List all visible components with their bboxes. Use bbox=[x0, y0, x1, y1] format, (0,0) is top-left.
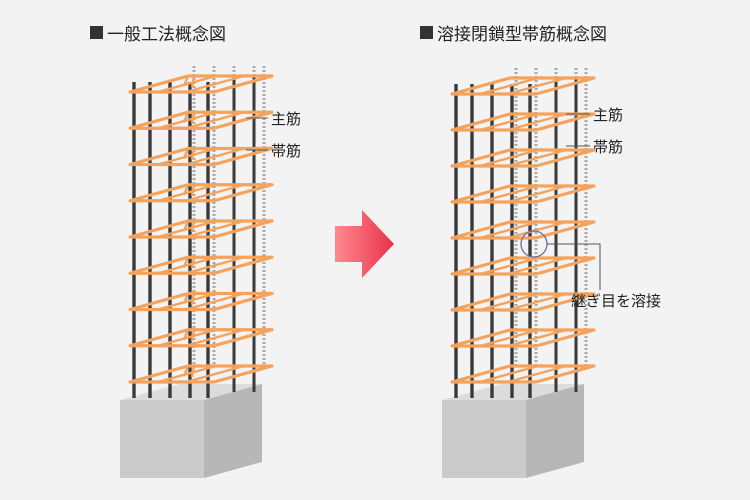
weld-leader bbox=[547, 243, 601, 290]
hoop-ring bbox=[128, 110, 274, 130]
hoop-tie bbox=[185, 256, 245, 275]
hoop-tie bbox=[185, 147, 245, 166]
hoop-tie bbox=[507, 76, 567, 96]
hoop-tie bbox=[507, 184, 567, 204]
hoop-tie bbox=[479, 256, 539, 276]
hoop-tie bbox=[185, 183, 245, 202]
hoop-tie bbox=[185, 328, 245, 347]
transition-arrow bbox=[335, 210, 394, 278]
left-heading: 一般工法概念図 bbox=[90, 20, 226, 45]
left-hoops bbox=[128, 74, 274, 384]
hoop-tie bbox=[157, 74, 217, 94]
hoop-hook bbox=[182, 256, 196, 269]
hoop-tie bbox=[479, 292, 539, 312]
hoop-tie bbox=[157, 328, 217, 347]
weld-note-label: 継ぎ目を溶接 bbox=[571, 292, 662, 310]
hoop-tie bbox=[157, 183, 217, 202]
hoop-hook bbox=[182, 184, 196, 196]
left-main-rebar-label: 主筋 bbox=[271, 110, 302, 128]
weld-circle bbox=[520, 230, 548, 258]
hoop-tie bbox=[185, 292, 245, 311]
right-main-rebar-label: 主筋 bbox=[593, 106, 624, 124]
hoop-tie bbox=[185, 219, 245, 239]
hoop-tie bbox=[507, 292, 567, 312]
hoop-hook bbox=[182, 148, 196, 160]
hoop-tie bbox=[479, 184, 539, 204]
heading-square-icon bbox=[420, 26, 433, 39]
hoop-tie bbox=[479, 112, 539, 132]
right-concrete-side bbox=[526, 384, 584, 478]
left-hoop-label: 帯筋 bbox=[271, 142, 302, 160]
hoop-hook bbox=[182, 220, 196, 233]
hoop-tie bbox=[507, 220, 567, 240]
heading-square-icon bbox=[90, 26, 103, 39]
hoop-hook bbox=[182, 111, 196, 124]
right-hoops bbox=[450, 76, 596, 384]
hoop-tie bbox=[479, 328, 539, 348]
hoop-tie bbox=[507, 148, 567, 168]
hoop-tie bbox=[507, 328, 567, 348]
left-heading-text: 一般工法概念図 bbox=[107, 25, 226, 45]
right-column bbox=[442, 68, 601, 478]
hoop-tie bbox=[157, 364, 217, 384]
hoop-hook bbox=[182, 329, 196, 341]
hoop-tie bbox=[157, 256, 217, 275]
right-hoop-label: 帯筋 bbox=[593, 138, 624, 156]
left-concrete-side bbox=[204, 384, 262, 478]
hoop-tie bbox=[185, 74, 245, 94]
hoop-tie bbox=[157, 292, 217, 311]
hoop-tie bbox=[479, 148, 539, 168]
hoop-hook bbox=[182, 293, 196, 305]
right-heading-text: 溶接閉鎖型帯筋概念図 bbox=[437, 25, 607, 45]
hoop-tie bbox=[507, 364, 567, 384]
right-concrete-front bbox=[442, 400, 526, 478]
hoop-tie bbox=[479, 76, 539, 96]
hoop-tie bbox=[479, 364, 539, 384]
hoop-tie bbox=[157, 111, 217, 130]
right-heading: 溶接閉鎖型帯筋概念図 bbox=[420, 20, 607, 45]
hoop-hook bbox=[182, 365, 196, 378]
hoop-tie bbox=[157, 147, 217, 166]
left-column bbox=[120, 66, 274, 478]
hoop-hook bbox=[182, 75, 196, 88]
hoop-tie bbox=[157, 219, 217, 239]
left-concrete-front bbox=[120, 400, 204, 478]
hoop-tie bbox=[185, 364, 245, 384]
hoop-tie bbox=[507, 112, 567, 132]
hoop-tie bbox=[185, 111, 245, 130]
hoop-tie bbox=[479, 220, 539, 240]
hoop-tie bbox=[507, 256, 567, 276]
